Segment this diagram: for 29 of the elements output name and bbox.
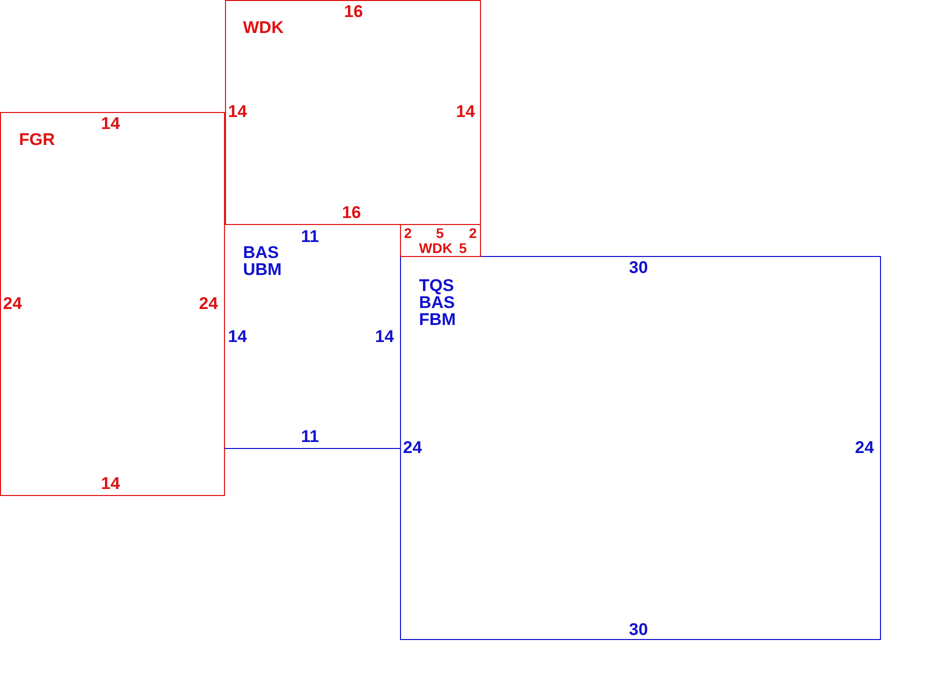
room-label: TQS BAS FBM bbox=[419, 277, 457, 328]
dimension-label: 24 bbox=[403, 439, 422, 456]
dimension-label: 14 bbox=[375, 328, 394, 345]
dimension-label: 14 bbox=[228, 328, 247, 345]
dimension-label: 24 bbox=[3, 295, 22, 312]
room-label: WDK bbox=[419, 241, 452, 255]
room-label: WDK bbox=[243, 19, 283, 36]
dimension-label: 14 bbox=[101, 115, 120, 132]
dimension-label: 2 bbox=[404, 226, 412, 240]
dimension-label: 5 bbox=[436, 226, 444, 240]
dimension-label: 14 bbox=[456, 103, 475, 120]
dimension-label: 24 bbox=[855, 439, 874, 456]
dimension-label: 30 bbox=[629, 259, 648, 276]
dimension-label: 16 bbox=[342, 204, 361, 221]
dimension-label: 30 bbox=[629, 621, 648, 638]
room-outline bbox=[0, 112, 225, 496]
dimension-label: 11 bbox=[301, 428, 319, 445]
dimension-label: 14 bbox=[228, 103, 247, 120]
dimension-label: 2 bbox=[469, 226, 477, 240]
room-label: FGR bbox=[19, 131, 56, 148]
room-label: BAS UBM bbox=[243, 244, 283, 278]
dimension-label: 14 bbox=[101, 475, 120, 492]
room-outline bbox=[400, 256, 881, 640]
dimension-label: 16 bbox=[344, 3, 363, 20]
dimension-label: 11 bbox=[301, 228, 319, 245]
room-outline bbox=[225, 0, 481, 225]
room-outline bbox=[400, 224, 481, 257]
dimension-label: 24 bbox=[199, 295, 218, 312]
dimension-label: 5 bbox=[459, 241, 467, 255]
